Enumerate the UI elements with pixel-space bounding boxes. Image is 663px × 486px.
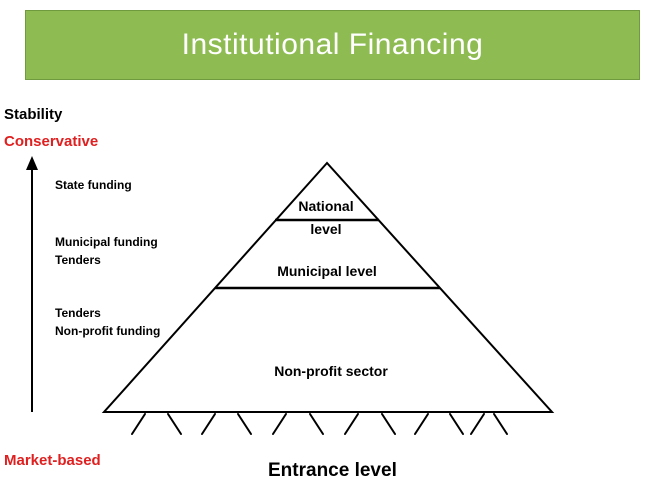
ground-hatching bbox=[131, 413, 508, 435]
non-profit-funding-label: Non-profit funding bbox=[55, 324, 161, 338]
arrow-head-icon bbox=[26, 156, 38, 170]
hatch-mark bbox=[201, 413, 216, 435]
title-banner: Institutional Financing bbox=[25, 10, 640, 80]
municipal-level-label: Municipal level bbox=[277, 263, 377, 279]
hatch-mark bbox=[414, 413, 429, 435]
national-level-label: National bbox=[298, 198, 353, 214]
hatch-mark bbox=[237, 413, 252, 435]
state-funding-label: State funding bbox=[55, 178, 132, 192]
hatch-mark bbox=[449, 413, 464, 435]
hatch-mark bbox=[131, 413, 146, 435]
conservative-label: Conservative bbox=[4, 133, 99, 150]
stability-label: Stability bbox=[4, 106, 63, 123]
page-title: Institutional Financing bbox=[181, 28, 484, 61]
municipal-funding-label: Municipal funding bbox=[55, 235, 158, 249]
hatch-mark bbox=[167, 413, 182, 435]
national-level-label-line2: level bbox=[310, 221, 341, 237]
hatch-mark bbox=[470, 413, 485, 435]
tenders-label-upper: Tenders bbox=[55, 253, 101, 267]
hatch-mark bbox=[493, 413, 508, 435]
hatch-mark bbox=[309, 413, 324, 435]
market-based-label: Market-based bbox=[4, 452, 101, 469]
hatch-mark bbox=[272, 413, 287, 435]
tenders-label-lower: Tenders bbox=[55, 306, 101, 320]
hatch-mark bbox=[344, 413, 359, 435]
entrance-level-label: Entrance level bbox=[268, 460, 397, 481]
hatch-mark bbox=[381, 413, 396, 435]
non-profit-sector-label: Non-profit sector bbox=[274, 363, 388, 379]
